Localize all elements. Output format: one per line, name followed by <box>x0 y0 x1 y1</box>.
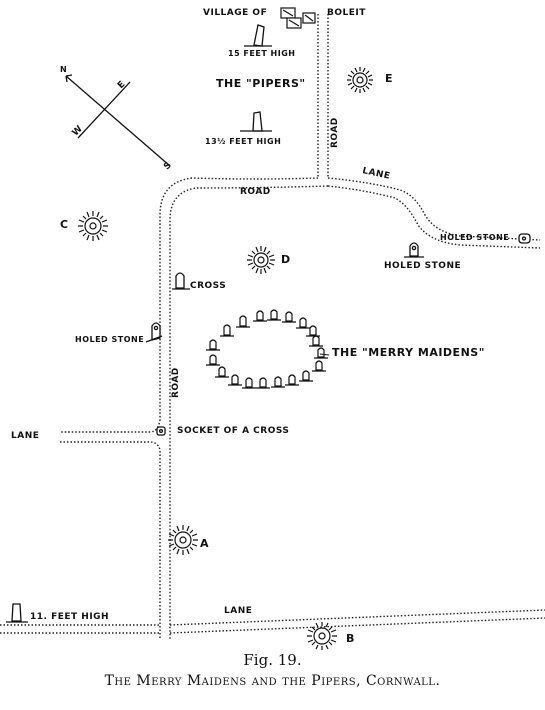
circle-stone-14 <box>259 377 267 388</box>
circle-stone-18 <box>209 354 217 365</box>
circle-stone-6 <box>299 317 307 328</box>
label-lane-west: LANE <box>11 431 40 441</box>
lane-east-south <box>327 185 541 249</box>
eleven-feet-stone <box>6 603 28 623</box>
village-buildings <box>280 7 316 29</box>
label-road-north: ROAD <box>330 117 340 148</box>
socket-marker <box>156 426 166 436</box>
label-pipers: THE "PIPERS" <box>216 77 306 90</box>
barrows <box>78 67 373 650</box>
stone-circle <box>206 309 328 389</box>
label-merry-maidens: THE "MERRY MAIDENS" <box>332 346 485 359</box>
label-pipers-13-feet: 13½ FEET HIGH <box>205 137 282 146</box>
circle-stone-9 <box>317 347 325 358</box>
lane-west-south <box>60 441 161 640</box>
circle-stone-19 <box>209 339 217 350</box>
piper-stone-north <box>253 24 265 47</box>
label-boleit: BOLEIT <box>327 8 366 18</box>
circle-stone-8 <box>312 335 320 346</box>
label-village-of: VILLAGE OF <box>203 8 268 18</box>
circle-stone-17 <box>218 366 226 377</box>
barrow-label-d: D <box>281 253 291 266</box>
pipers-stones <box>240 24 272 132</box>
label-lane-south: LANE <box>224 606 253 616</box>
label-holed-stone-west: HOLED STONE <box>75 335 145 344</box>
circle-stone-2 <box>239 315 247 327</box>
label-socket-of-a-cross: SOCKET OF A CROSS <box>177 426 290 436</box>
barrow-label-a: A <box>200 537 210 550</box>
circle-stone-7 <box>309 325 317 336</box>
lane-south-north <box>0 609 545 626</box>
figure-number: Fig. 19. <box>243 651 302 669</box>
compass-n: N <box>60 65 68 74</box>
road-bend-inner <box>169 185 329 640</box>
holed-stone-east-marker <box>404 233 531 258</box>
barrow-d <box>247 246 275 274</box>
barrow-label-e: E <box>385 72 394 85</box>
piper-stone-south <box>252 111 263 132</box>
cross-marker <box>172 272 190 290</box>
circle-stone-12 <box>288 374 296 385</box>
leader-lines <box>319 353 330 356</box>
circle-stone-15 <box>245 377 253 388</box>
circle-stone-5 <box>285 311 293 322</box>
label-road-south: ROAD <box>171 367 181 398</box>
figure-caption: The Merry Maidens and the Pipers, Cornwa… <box>104 673 441 689</box>
lane-east-north <box>327 177 541 241</box>
circle-stone-1 <box>223 324 231 336</box>
circle-stone-11 <box>302 370 310 381</box>
circle-stone-4 <box>270 309 278 320</box>
compass-rose <box>65 74 171 167</box>
barrow-a <box>168 525 198 555</box>
label-cross: CROSS <box>190 281 227 291</box>
label-holed-stone-east-sign: HOLED STONE <box>440 233 510 242</box>
circle-stone-13 <box>274 376 282 387</box>
label-pipers-15-feet: 15 FEET HIGH <box>228 49 296 58</box>
lane-south-south <box>0 617 545 634</box>
holed-stone-west-marker <box>145 322 163 343</box>
circle-stone-16 <box>231 374 239 385</box>
barrow-e <box>347 67 373 93</box>
label-road-mid: ROAD <box>240 187 271 197</box>
circle-stone-10 <box>315 360 323 371</box>
barrow-label-c: C <box>60 218 69 231</box>
roads <box>0 14 545 640</box>
circle-stone-3 <box>256 310 264 321</box>
road-bend-outer <box>60 177 319 433</box>
barrow-label-b: B <box>346 632 355 645</box>
label-eleven-feet-high: 11. FEET HIGH <box>30 612 110 622</box>
barrow-c <box>78 211 108 241</box>
barrow-b <box>307 622 337 650</box>
label-holed-stone-east: HOLED STONE <box>384 261 462 271</box>
